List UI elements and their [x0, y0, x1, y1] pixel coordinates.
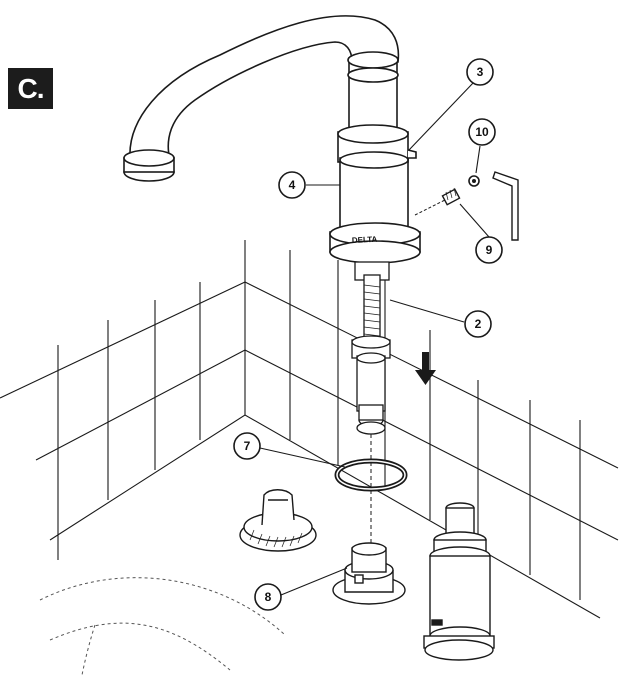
svg-text:2: 2	[475, 317, 482, 331]
callout-8: 8	[254, 583, 282, 611]
svg-text:9: 9	[486, 243, 493, 257]
svg-text:8: 8	[265, 590, 272, 604]
callout-7: 7	[233, 432, 261, 460]
svg-text:3: 3	[477, 65, 484, 79]
svg-text:4: 4	[289, 178, 296, 192]
step-badge: C.	[8, 68, 53, 109]
callout-4: 4	[278, 171, 306, 199]
callout-10: 10	[468, 118, 496, 146]
callouts: 3 4 10 9 2 7 8	[233, 58, 503, 611]
leader-lines	[259, 81, 490, 596]
callout-9: 9	[475, 236, 503, 264]
tile-wall	[0, 240, 619, 619]
valve-base	[332, 542, 406, 605]
o-ring	[334, 458, 408, 492]
callout-3: 3	[466, 58, 494, 86]
button-cap-core	[472, 179, 476, 183]
basin-outline	[39, 577, 286, 676]
faucet-body	[329, 124, 421, 264]
svg-text:10: 10	[475, 125, 489, 139]
cartridge	[423, 502, 495, 661]
callout-2: 2	[464, 310, 492, 338]
hex-wrench-icon	[492, 171, 519, 241]
set-screw	[414, 187, 461, 216]
faucet-spout	[123, 15, 400, 182]
svg-text:7: 7	[244, 439, 251, 453]
escutcheon-piece	[239, 489, 317, 552]
brand-text: DELTA	[352, 235, 378, 245]
shank-assembly	[351, 261, 391, 435]
down-arrow-icon	[415, 352, 436, 385]
